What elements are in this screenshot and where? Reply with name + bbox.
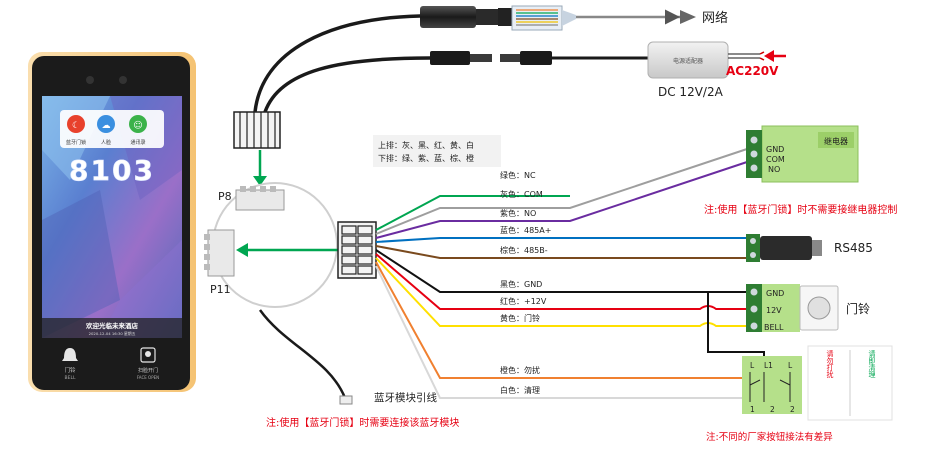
rj45-plug (420, 5, 696, 31)
bell-terminal-12v: 12V (766, 306, 782, 315)
svg-text:BELL: BELL (65, 375, 76, 381)
face-open-button[interactable]: 扫脸开门 FACE OPEN (137, 347, 159, 380)
wire-label-12v: 红色：+12V (500, 296, 547, 306)
bluetooth-note: 注:使用【蓝牙门锁】时需要连接该蓝牙模块 (266, 416, 459, 429)
welcome-text: 欢迎光临未来酒店 (85, 321, 139, 330)
app-icon-face[interactable]: ☁ 人脸 (97, 115, 115, 146)
power-adapter: 电源适配器 (647, 41, 765, 79)
wire-orange-dnd (375, 261, 791, 395)
svg-text:L1: L1 (764, 361, 773, 370)
wire-labels: 绿色：NC 灰色：COM 紫色：NO 蓝色：485A+ 棕色：485B- 黑色：… (500, 170, 551, 395)
app-icon-bluetooth-lock[interactable]: ☾ 蓝牙门锁 (66, 115, 86, 146)
wire-label-nc: 绿色：NC (500, 170, 536, 180)
p11-label: P11 (210, 283, 231, 296)
relay-terminal-no: NO (768, 165, 780, 174)
svg-text:2: 2 (770, 405, 775, 414)
p11-10pin-connector (337, 221, 377, 279)
relay-title: 继电器 (824, 136, 848, 146)
wire-label-com: 灰色：COM (500, 189, 543, 199)
svg-text:☾: ☾ (72, 121, 80, 131)
bell-terminal-gnd: GND (766, 289, 784, 298)
svg-text:门铃: 门铃 (64, 366, 76, 374)
wire-white-clean (375, 265, 764, 399)
app-icon-contacts[interactable]: ☺ 通讯录 (129, 115, 147, 146)
svg-text:通讯录: 通讯录 (130, 139, 145, 146)
p8-connector (233, 111, 281, 186)
doorbell-label: 门铃 (846, 301, 870, 316)
bell-button[interactable]: 门铃 BELL (62, 348, 78, 381)
wire-label-clean: 白色：清理 (500, 385, 540, 395)
p8-label: P8 (218, 190, 232, 203)
doorbell-module: GND 12V BELL (746, 284, 839, 332)
wire-label-bell: 黄色：门铃 (500, 313, 540, 323)
welcome-subtext: 2020-12-04 16:30 星期五 (89, 331, 136, 336)
wire-label-dnd: 橙色：勿扰 (500, 365, 540, 375)
wire-black-gnd (375, 249, 750, 293)
wire-blue-485a (375, 237, 750, 243)
camera-left-icon (86, 76, 94, 84)
legend-bottom-row: 下排：绿、紫、蓝、棕、橙 (378, 153, 474, 163)
bluetooth-lead (258, 309, 353, 405)
wire-green-nc (375, 195, 570, 231)
relay-terminal-gnd: GND (766, 145, 784, 154)
svg-text:☁: ☁ (102, 121, 111, 131)
access-control-device: ☾ 蓝牙门锁 ☁ 人脸 ☺ 通讯录 8103 欢迎光临未来酒店 2020-12-… (28, 52, 196, 392)
svg-text:FACE OPEN: FACE OPEN (137, 375, 159, 380)
time-display: 8103 (69, 154, 155, 187)
wire-bundle (375, 147, 791, 399)
wire-order-legend: 上排：灰、黑、红、黄、白 下排：绿、紫、蓝、棕、橙 (373, 135, 501, 167)
dc-output-label: DC 12V/2A (658, 85, 724, 99)
ac-input-arrow (764, 50, 786, 62)
wire-label-no: 紫色：NO (500, 208, 536, 218)
dnd-clean-button-module: L L1 L 1 2 2 请勿打扰 请即清理 (742, 345, 893, 421)
wire-label-485b: 棕色：485B- (500, 245, 548, 255)
bell-icon (62, 348, 78, 361)
relay-note: 注:使用【蓝牙门锁】时不需要接继电器控制 (704, 203, 897, 216)
wire-label-gnd: 黑色：GND (500, 279, 542, 289)
bell-terminal-bell: BELL (764, 323, 784, 332)
wire-purple-no (375, 160, 751, 239)
wire-gray-com (375, 147, 751, 235)
camera-right-icon (119, 76, 127, 84)
svg-text:L: L (788, 361, 793, 370)
dnd-button-label: 请勿打扰 (826, 349, 834, 379)
dc-cable (430, 51, 648, 65)
svg-text:扫脸开门: 扫脸开门 (138, 367, 158, 374)
relay-module: 继电器 GND COM NO (746, 125, 859, 183)
top-cables (253, 14, 432, 114)
svg-text:L: L (750, 361, 755, 370)
rs485-connector (746, 234, 822, 262)
wire-label-485a: 蓝色：485A+ (500, 225, 551, 235)
buttons-note: 注:不同的厂家按钮接法有差异 (706, 431, 833, 443)
face-icon (145, 351, 151, 357)
svg-text:2: 2 (790, 405, 795, 414)
board-zoom-circle (204, 182, 338, 308)
svg-text:蓝牙门锁: 蓝牙门锁 (66, 139, 86, 146)
ac-input-label: AC220V (726, 64, 779, 78)
adapter-label: 电源适配器 (673, 57, 703, 65)
wire-red-12v (375, 253, 750, 310)
legend-top-row: 上排：灰、黑、红、黄、白 (378, 140, 474, 150)
network-label: 网络 (702, 10, 728, 26)
bluetooth-lead-label: 蓝牙模块引线 (374, 391, 437, 404)
rs485-label: RS485 (834, 241, 873, 255)
relay-terminal-com: COM (766, 155, 785, 164)
svg-text:人脸: 人脸 (101, 139, 111, 146)
doorbell-button-icon (807, 296, 831, 320)
wire-brown-485b (375, 245, 750, 259)
svg-text:1: 1 (750, 405, 755, 414)
svg-text:☺: ☺ (133, 120, 142, 131)
clean-button-label: 请即清理 (868, 349, 876, 378)
